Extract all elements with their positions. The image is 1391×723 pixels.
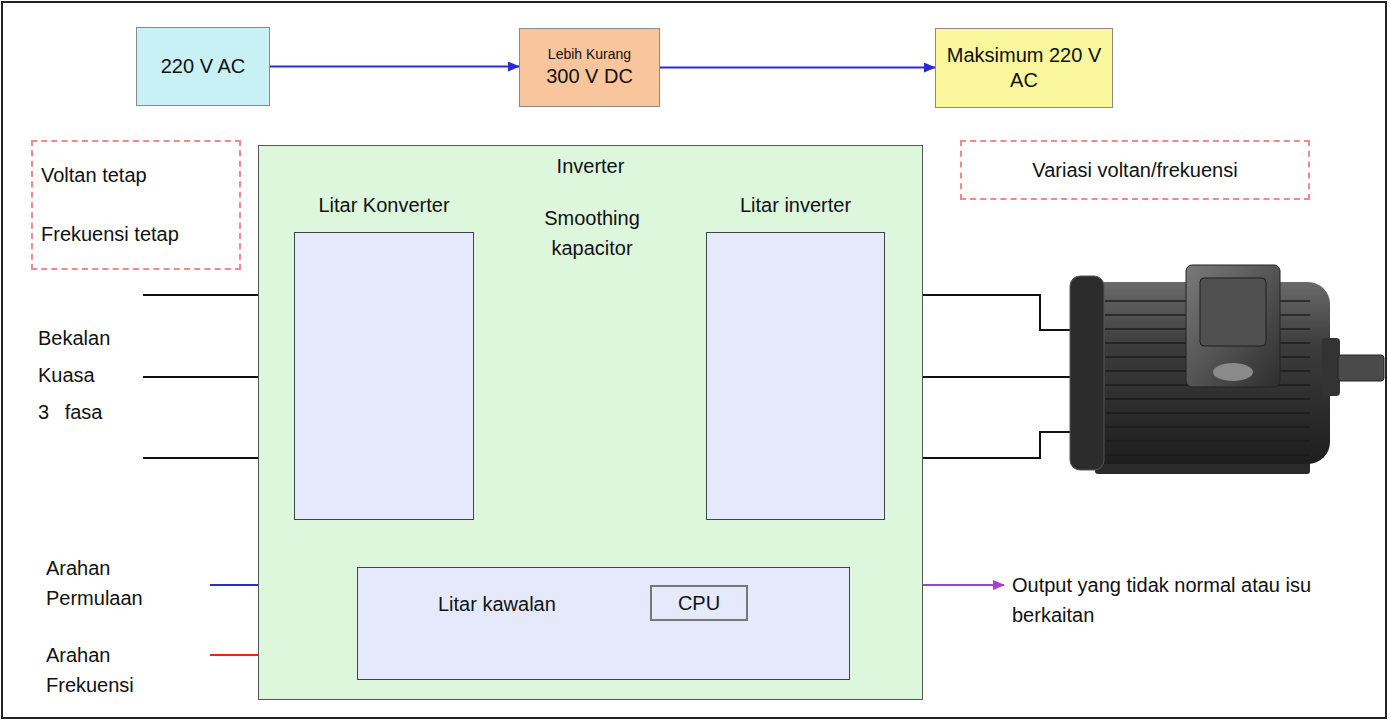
- control-block: CPULitar kawalan: [357, 567, 850, 680]
- note-box: Voltan tetapFrekuensi tetap: [31, 140, 241, 270]
- node-text: Maksimum 220 V AC: [944, 43, 1104, 93]
- converter-block: Litar Konverter: [294, 232, 474, 520]
- node-text: 300 V DC: [546, 64, 633, 89]
- node-text: CPU: [678, 591, 720, 616]
- note-box: Variasi voltan/frekuensi: [960, 140, 1310, 200]
- block-heading: Litar Konverter: [255, 193, 513, 218]
- supply-label: Bekalan Kuasa 3 fasa: [38, 320, 114, 431]
- command-label: Arahan Frekuensi: [46, 640, 186, 700]
- node-text: Inverter: [557, 154, 625, 179]
- motor-illustration: [1070, 265, 1384, 474]
- block-heading: Litar inverter: [667, 193, 924, 218]
- node-text: Lebih Kurang: [548, 46, 631, 64]
- node-text: Litar kawalan: [438, 592, 849, 617]
- inverter-block: Litar inverter: [706, 232, 885, 520]
- node-text: 220 V AC: [161, 54, 246, 79]
- command-label: Arahan Permulaan: [46, 553, 186, 613]
- cpu-box: CPU: [650, 585, 748, 621]
- component-label: Smoothing kapacitor: [532, 203, 652, 263]
- node-text: Variasi voltan/frekuensi: [1032, 158, 1237, 183]
- output-note: Output yang tidak normal atau isu berkai…: [1012, 570, 1384, 630]
- flow-arrow: [270, 66, 519, 68]
- voltage-box: Maksimum 220 V AC: [935, 28, 1113, 108]
- voltage-box: Lebih Kurang300 V DC: [519, 28, 660, 107]
- node-text: Frekuensi tetap: [41, 222, 179, 247]
- voltage-box: 220 V AC: [136, 27, 270, 106]
- flow-arrow: [660, 67, 935, 69]
- node-text: Voltan tetap: [41, 163, 147, 188]
